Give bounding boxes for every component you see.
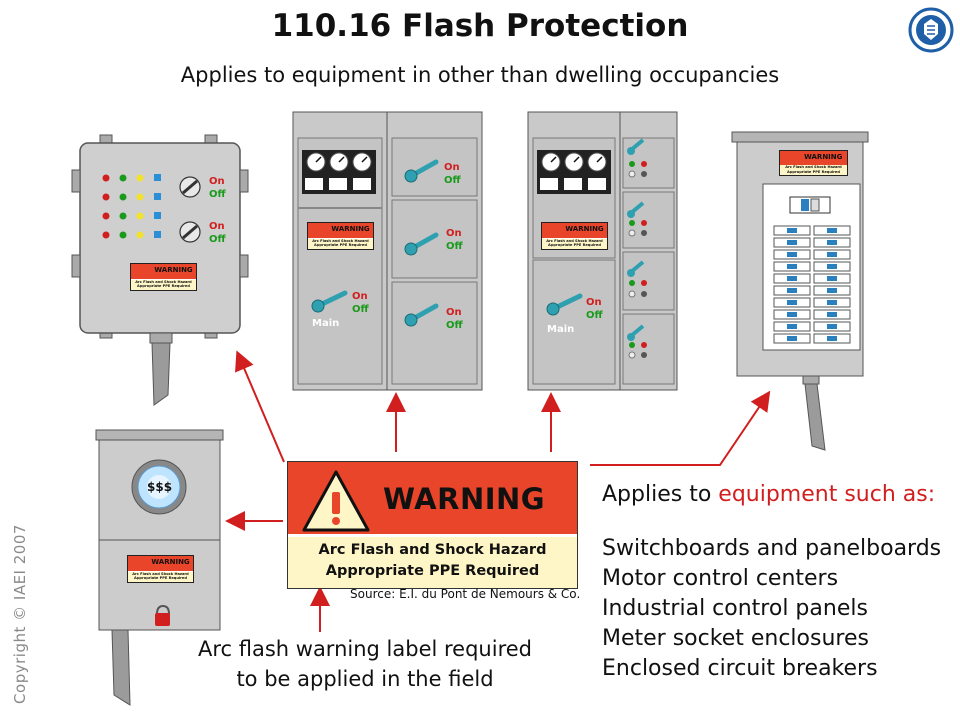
panel-breakers	[773, 225, 851, 344]
source-credit: Source: E.I. du Pont de Nemours & Co.	[350, 587, 581, 601]
panelboard	[731, 131, 869, 451]
breaker-handle	[827, 264, 837, 269]
breaker-handle	[827, 228, 837, 233]
breaker-handle	[787, 276, 797, 281]
meter-socket-enclosure	[95, 429, 224, 706]
warning-line-1: Arc Flash and Shock Hazard	[318, 542, 547, 558]
equipment-item: Switchboards and panelboards	[602, 536, 942, 561]
breaker-handle	[787, 252, 797, 257]
main-breaker-label: Main	[312, 318, 340, 329]
main-breaker-label: Main	[547, 324, 575, 335]
equipment-item: Enclosed circuit breakers	[602, 656, 878, 681]
industrial-control-panel	[71, 134, 249, 406]
breaker-handle	[787, 288, 797, 293]
applies-heading: Applies to equipment such as:	[602, 482, 936, 507]
breaker-handle	[787, 312, 797, 317]
warning-heading: WARNING	[383, 482, 546, 516]
pointer-arrows	[225, 350, 771, 632]
breaker-handle	[787, 240, 797, 245]
warning-line-2: Appropriate PPE Required	[325, 563, 540, 579]
indicator-lights	[102, 174, 161, 239]
breaker-handle	[827, 312, 837, 317]
motor-control-center	[527, 111, 678, 391]
equipment-item: Motor control centers	[602, 566, 839, 591]
meter-dial-text: $$$	[147, 480, 173, 494]
breaker-handle	[787, 264, 797, 269]
breaker-handle	[827, 336, 837, 341]
iaei-logo-icon	[908, 7, 954, 53]
breaker-handle	[827, 240, 837, 245]
breaker-handle	[787, 300, 797, 305]
page-title: 110.16 Flash Protection	[271, 8, 689, 44]
breaker-handle	[827, 300, 837, 305]
field-label-note: Arc flash warning label required to be a…	[197, 637, 532, 691]
breaker-handle	[787, 336, 797, 341]
padlock-icon	[155, 604, 170, 626]
arc-flash-warning-label: WARNING Arc Flash and Shock Hazard Appro…	[287, 461, 578, 589]
warning-triangle-icon	[302, 470, 370, 532]
breaker-handle	[827, 324, 837, 329]
breaker-handle	[827, 252, 837, 257]
breaker-handle	[787, 324, 797, 329]
breaker-handle	[827, 288, 837, 293]
equipment-item: Meter socket enclosures	[602, 626, 869, 651]
equipment-item: Industrial control panels	[602, 596, 868, 621]
switchboard-1	[292, 111, 483, 391]
applies-list: Applies to equipment such as: Switchboar…	[602, 480, 941, 684]
page-subtitle: Applies to equipment in other than dwell…	[180, 63, 780, 87]
breaker-handle	[827, 276, 837, 281]
breaker-handle	[787, 228, 797, 233]
